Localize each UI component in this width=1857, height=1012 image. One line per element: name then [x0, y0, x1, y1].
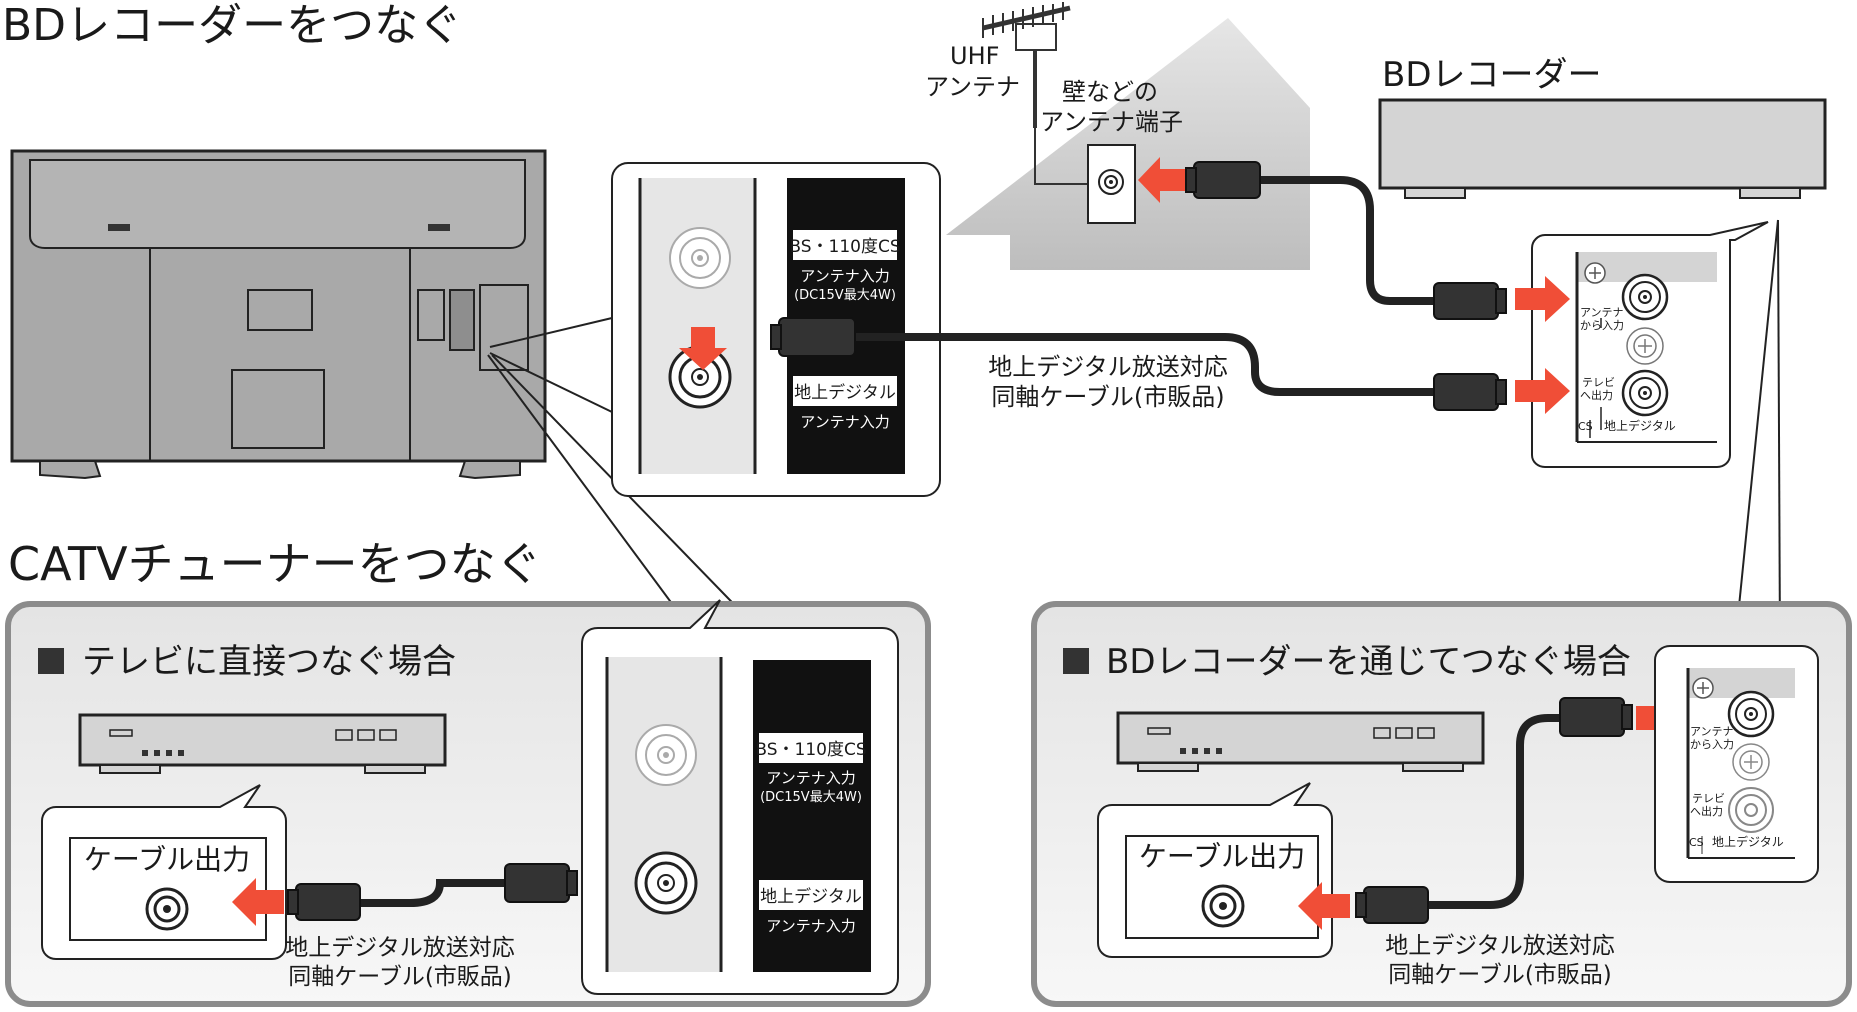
tv-bs-cs-input-label-left: BS・110度CS: [755, 740, 866, 760]
recorder-antenna-in-label-line1: アンテナ: [1580, 306, 1624, 319]
cable-via-recorder: [1424, 714, 1564, 909]
direct-connection-title: テレビに直接つなぐ場合: [82, 642, 456, 682]
recorder-tv-out-label-lower-line2: へ出力: [1690, 804, 1723, 818]
coax-plug-recorder-in: [1433, 282, 1507, 320]
recorder-tv-out-label-lower-line1: テレビ: [1692, 792, 1725, 805]
arrow-to-cable-out-right: [1298, 882, 1350, 930]
tv-bs-cs-input-label: BS・110度CS: [789, 237, 900, 257]
recorder-cs-label: CS: [1578, 420, 1593, 433]
arrow-to-wall-socket: [1138, 157, 1185, 203]
wall-terminal-label-line1: 壁などの: [1062, 78, 1158, 106]
cable-label-left-line1: 地上デジタル放送対応: [285, 935, 515, 961]
recorder-antenna-in-label-lower-line1: アンテナ: [1690, 725, 1734, 738]
uhf-antenna-label-line2: アンテナ: [925, 73, 1020, 101]
coax-plug-tv-digital: [770, 317, 856, 357]
coax-plug-right-recorder: [1559, 697, 1633, 737]
coax-plug-right-out: [1355, 886, 1429, 924]
wall-terminal-label-line2: アンテナ端子: [1040, 108, 1183, 136]
cable-recorder-to-tv: [851, 333, 1438, 396]
recorder-digital-label-lower: 地上デジタル: [1712, 834, 1784, 849]
recorder-tv-out-label-line1: テレビ: [1582, 376, 1615, 389]
recorder-terminal-callout-lower: [1654, 645, 1819, 883]
title-connect-catv-tuner: CATVチューナーをつなぐ: [8, 537, 542, 591]
recorder-antenna-in-label-line2: から入力: [1580, 319, 1624, 332]
cable-output-label-left: ケーブル出力: [84, 843, 250, 876]
recorder-antenna-in-label-lower-line2: から入力: [1690, 738, 1734, 751]
tv-digital-input-label: 地上デジタル: [794, 382, 896, 403]
bd-recorder-title: BDレコーダー: [1382, 55, 1602, 95]
cable-out-callout-left: [41, 784, 287, 960]
recorder-cs-label-lower: CS: [1689, 836, 1704, 849]
tv-bs-cs-input-sub-line1: アンテナ入力: [800, 267, 889, 285]
recorder-pointer-lines: [1734, 219, 1781, 647]
cable-label-right-line2: 同軸ケーブル(市販品): [1388, 962, 1612, 988]
arrow-to-recorder-out: [1515, 368, 1570, 414]
cable-label-top-line1: 地上デジタル放送対応: [988, 353, 1228, 381]
arrow-to-cable-out-left: [232, 878, 284, 926]
via-recorder-connection-title: BDレコーダーを通じてつなぐ場合: [1106, 642, 1631, 682]
uhf-antenna-label-line1: UHF: [950, 42, 999, 70]
wall-antenna-socket: [1087, 144, 1136, 224]
cable-label-left-line2: 同軸ケーブル(市販品): [288, 964, 512, 990]
tv-terminal-panel-left: [581, 599, 899, 995]
tv-digital-input-sub: アンテナ入力: [800, 413, 889, 431]
cable-direct: [356, 879, 509, 907]
uhf-antenna-icon: [982, 2, 1088, 185]
bd-recorder-device: [1378, 98, 1827, 199]
recorder-digital-label: 地上デジタル: [1604, 418, 1676, 433]
cable-output-label-right: ケーブル出力: [1139, 840, 1305, 873]
tv-digital-input-sub-left: アンテナ入力: [766, 917, 855, 935]
coax-plug-wall: [1185, 161, 1261, 199]
coax-plug-left-tv: [504, 863, 578, 903]
tv-digital-input-label-left: 地上デジタル: [760, 886, 862, 907]
tv-bs-cs-input-sub-line2: (DC15V最大4W): [794, 288, 896, 303]
tv-rear: [10, 149, 547, 480]
tv-bs-cs-input-sub-line2-left: (DC15V最大4W): [760, 790, 862, 805]
cable-antenna-to-recorder: [1256, 176, 1438, 305]
arrow-to-recorder-in: [1515, 276, 1570, 322]
recorder-tv-out-label-line2: へ出力: [1580, 388, 1613, 402]
cable-label-top-line2: 同軸ケーブル(市販品): [991, 383, 1224, 411]
catv-tuner-device-left: [78, 713, 447, 774]
title-connect-bd-recorder: BDレコーダーをつなぐ: [2, 0, 462, 51]
cable-label-right-line1: 地上デジタル放送対応: [1385, 933, 1615, 959]
coax-plug-recorder-out: [1433, 373, 1507, 411]
coax-plug-left-out: [287, 883, 361, 921]
tv-bs-cs-input-sub-line1-left: アンテナ入力: [766, 769, 855, 787]
arrow-to-tv-digital: [679, 327, 768, 370]
cable-out-callout-right: [1097, 782, 1333, 958]
recorder-terminal-callout: [1531, 221, 1769, 468]
catv-tuner-device-right: [1116, 711, 1485, 772]
